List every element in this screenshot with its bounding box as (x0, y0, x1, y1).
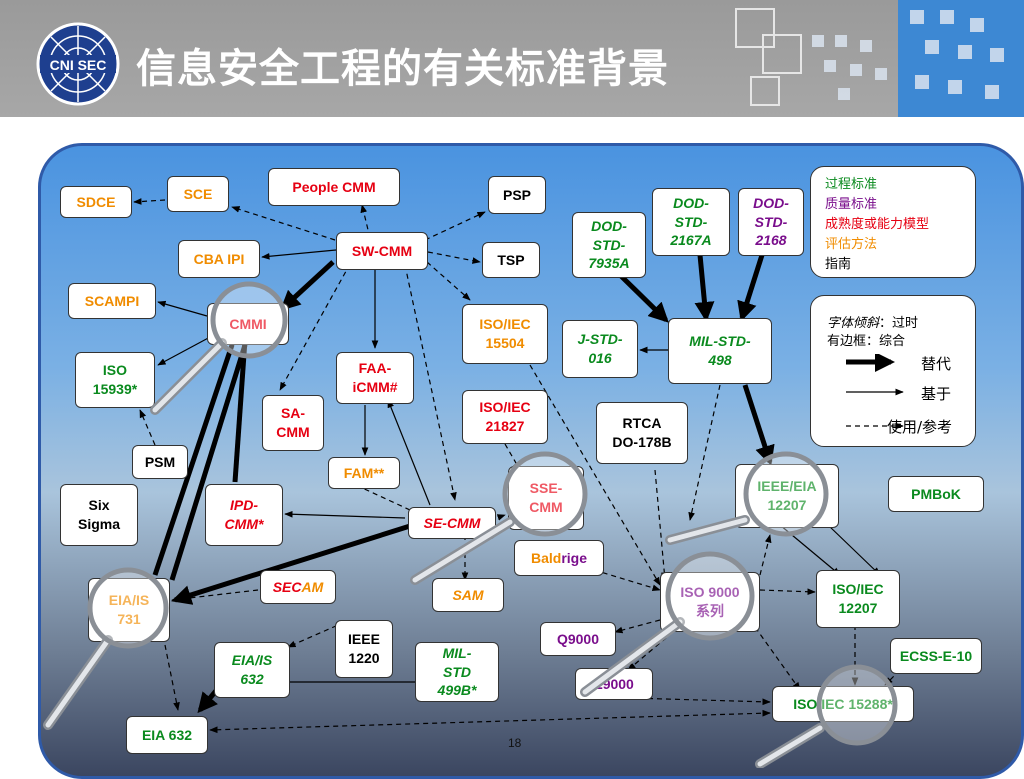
node-eia-is632: EIA/IS 632 (214, 642, 290, 698)
baldrige-part-b: rige (561, 549, 588, 566)
deco-outline-square (762, 34, 802, 74)
legend-replace-label: 替代 (921, 355, 952, 373)
node-iso-iec-15288: ISO/IEC 15288* (772, 686, 914, 722)
node-mil-std-499b: MIL- STD 499B* (415, 642, 499, 702)
node-people-cmm: People CMM (268, 168, 400, 206)
deco-square (925, 40, 939, 54)
deco-square (824, 60, 836, 72)
legend-type-process: 过程标准 (825, 177, 878, 192)
legend-types: 过程标准 质量标准 成熟度或能力模型 评估方法 指南 (810, 166, 976, 278)
secam-part-a: SEC (272, 578, 302, 595)
magnifier-icon (665, 451, 829, 545)
node-ieee-1220: IEEE 1220 (335, 620, 393, 678)
node-eia-632: EIA 632 (126, 716, 208, 754)
deco-square (860, 40, 872, 52)
magnifier-icon (150, 281, 288, 415)
legend-font-note: 字体倾斜：过时 (827, 312, 918, 331)
node-sam: SAM (432, 578, 504, 612)
magnifier-icon (580, 551, 755, 697)
node-ipd-cmm: IPD- CMM* (205, 484, 283, 546)
deco-square (958, 45, 972, 59)
deco-square (915, 75, 929, 89)
legend-type-assessment: 评估方法 (825, 237, 878, 252)
legend-type-guide: 指南 (825, 257, 852, 272)
legend-line-samples (846, 354, 904, 430)
deco-square (940, 10, 954, 24)
node-fam: FAM** (328, 457, 400, 489)
node-iso21827: ISO/IEC 21827 (462, 390, 548, 444)
node-dod-2167a: DOD- STD- 2167A (652, 188, 730, 256)
magnifier-icon (43, 567, 169, 730)
legend-type-maturity: 成熟度或能力模型 (825, 217, 930, 232)
logo-cni-sec-icon: CNI SEC (36, 22, 120, 106)
deco-square (948, 80, 962, 94)
secam-part-b: AM (301, 578, 324, 595)
baldrige-part-a: Bald (530, 549, 562, 566)
node-psp: PSP (488, 176, 546, 214)
node-psm: PSM (132, 445, 188, 479)
deco-square (990, 48, 1004, 62)
node-ecss-e-10: ECSS-E-10 (890, 638, 982, 674)
deco-square (910, 10, 924, 24)
node-sa-cmm: SA- CMM (262, 395, 324, 451)
deco-square (875, 68, 887, 80)
node-scampi: SCAMPI (68, 283, 156, 319)
node-j-std-016: J-STD- 016 (562, 320, 638, 378)
page-title: 信息安全工程的有关标准背景 (136, 46, 669, 92)
legend-type-quality: 质量标准 (825, 197, 878, 212)
legend-border-note: 有边框：综合 (827, 334, 906, 349)
magnifier-icon (755, 664, 898, 768)
node-tsp: TSP (482, 242, 540, 278)
node-mil-std-498: MIL-STD- 498 (668, 318, 772, 384)
node-q9000: Q9000 (540, 622, 616, 656)
svg-text:CNI SEC: CNI SEC (50, 57, 107, 73)
node-sse-cmm: SSE- CMM (508, 466, 584, 530)
legend-based-label: 基于 (921, 385, 952, 403)
node-cba-ipi: CBA IPI (178, 240, 260, 278)
node-rtca-do178b: RTCA DO-178B (596, 402, 688, 464)
node-dod-7935a: DOD- STD- 7935A (572, 212, 646, 278)
node-iso15504: ISO/IEC 15504 (462, 304, 548, 364)
deco-square (838, 88, 850, 100)
legend-italic-label: 字体倾斜 (827, 316, 880, 331)
node-pmbok: PMBoK (888, 476, 984, 512)
header-bar (0, 0, 1024, 117)
node-dod-2168: DOD- STD- 2168 (738, 188, 804, 256)
node-faa-icmm: FAA- iCMM# (336, 352, 414, 404)
deco-square (812, 35, 824, 47)
legend-lines: 字体倾斜：过时 有边框：综合 替代 基于 使用/参考 (810, 295, 976, 447)
deco-square (985, 85, 999, 99)
node-six-sigma: Six Sigma (60, 484, 138, 546)
node-sce: SCE (167, 176, 229, 212)
legend-use-label: 使用/参考 (887, 418, 953, 436)
page-number: 18 (508, 736, 522, 750)
deco-outline-square (735, 8, 775, 48)
deco-square (970, 18, 984, 32)
node-sw-cmm: SW-CMM (336, 232, 428, 270)
deco-square (850, 64, 862, 76)
node-sdce: SDCE (60, 186, 132, 218)
node-iso-iec-12207: ISO/IEC 12207 (816, 570, 900, 628)
deco-square (835, 35, 847, 47)
magnifier-icon (410, 451, 588, 585)
node-iso15939: ISO 15939* (75, 352, 155, 408)
legend-italic-meaning: ：过时 (879, 316, 919, 331)
deco-outline-square (750, 76, 780, 106)
